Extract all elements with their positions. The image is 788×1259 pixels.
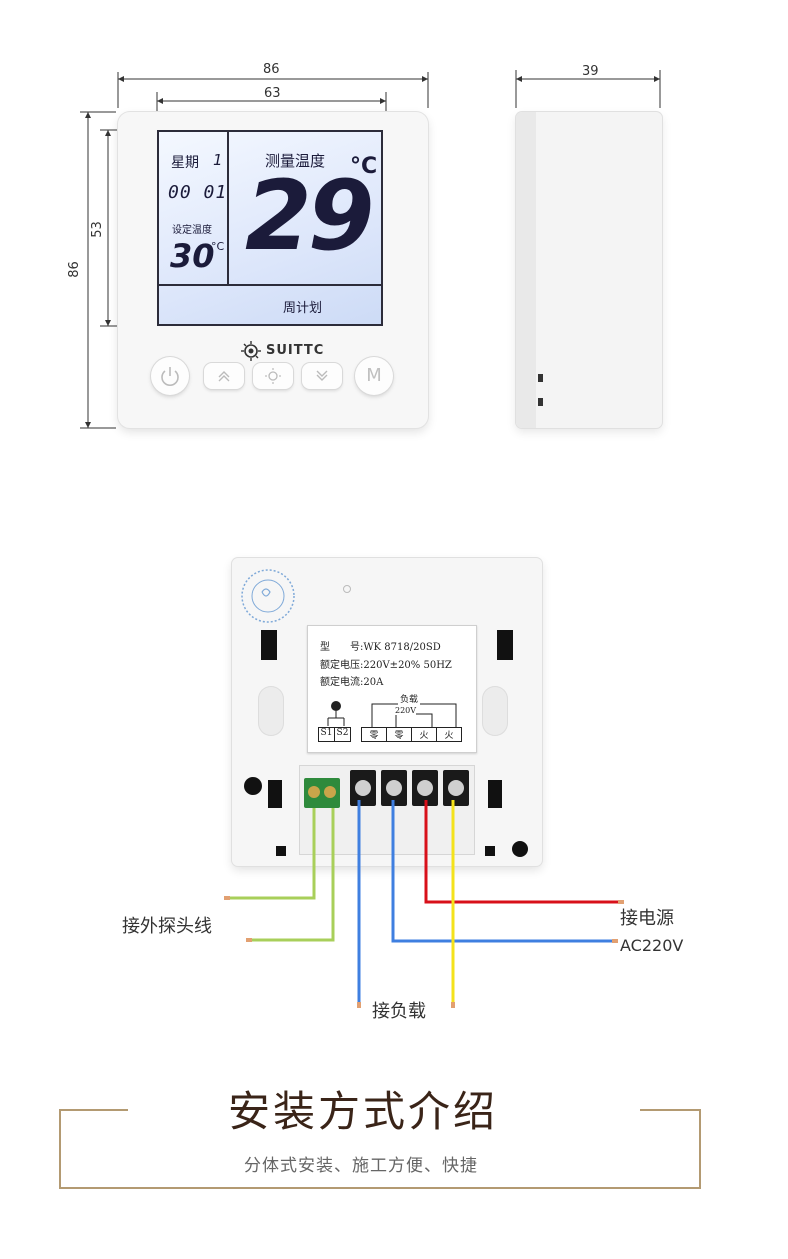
wire-tip-probe-2 bbox=[246, 938, 252, 942]
wire-tip-power-red bbox=[618, 900, 624, 904]
lcd-divider-vertical bbox=[227, 132, 229, 284]
model-value: WK 8718/20SD bbox=[363, 642, 441, 653]
wiring-diagram bbox=[224, 800, 624, 1008]
load-label: 负载 bbox=[398, 692, 421, 705]
terminal-block-4[interactable] bbox=[443, 770, 469, 806]
side-clip-1 bbox=[538, 374, 543, 382]
load-voltage: 220V bbox=[395, 706, 417, 715]
chevron-down-icon bbox=[316, 370, 328, 381]
chevron-up-icon bbox=[218, 371, 230, 382]
spec-label-plate: 型 号:WK 8718/20SD 额定电压:220V±20% 50HZ 额定电流… bbox=[307, 625, 477, 753]
side-back-edge bbox=[516, 112, 536, 428]
wire-tip-power-blue bbox=[612, 939, 618, 943]
wire-power-red bbox=[424, 800, 618, 904]
annotation-ac: AC220V bbox=[620, 936, 684, 955]
lcd-divider-horizontal bbox=[159, 284, 381, 286]
current-key: 额定电流: bbox=[320, 677, 364, 688]
terminal-green-block[interactable] bbox=[304, 778, 340, 808]
terminal-label-s1: S1 bbox=[318, 727, 335, 742]
terminal-label-live-2: 火 bbox=[437, 727, 462, 742]
small-square-br bbox=[485, 846, 495, 856]
annotation-load: 接负载 bbox=[372, 1001, 426, 1022]
mode-button[interactable]: M bbox=[355, 357, 393, 395]
section-subtitle: 分体式安装、施工方便、快捷 bbox=[244, 1156, 478, 1176]
dim-front-width: 86 bbox=[263, 62, 280, 77]
power-icon bbox=[161, 367, 179, 386]
wire-probe-1 bbox=[230, 808, 316, 900]
power-button[interactable] bbox=[151, 357, 189, 395]
annotation-probe: 接外探头线 bbox=[122, 916, 212, 937]
measured-temp-unit: °C bbox=[350, 154, 378, 179]
measured-temp-label: 测量温度 bbox=[265, 152, 326, 170]
dim-side-depth: 39 bbox=[582, 64, 599, 79]
weekday-label: 星期 bbox=[171, 155, 199, 171]
model-key: 型 号: bbox=[320, 642, 364, 653]
wire-power-blue bbox=[391, 800, 612, 943]
brand-logo-icon bbox=[241, 341, 261, 361]
annotation-power: 接电源 bbox=[620, 908, 674, 929]
terminal-label-live-1: 火 bbox=[412, 727, 437, 742]
round-hole-right bbox=[512, 841, 528, 857]
dim-screen-width: 63 bbox=[264, 86, 281, 101]
set-temp-label: 设定温度 bbox=[172, 225, 212, 236]
model-row: 型 号:WK 8718/20SD bbox=[320, 638, 441, 653]
sensor-symbol-icon bbox=[327, 701, 345, 726]
mount-slot-tr bbox=[497, 630, 513, 660]
wire-tip-load-blue bbox=[357, 1002, 361, 1008]
mode-label: 周计划 bbox=[283, 301, 323, 316]
wire-tip-load-yellow bbox=[451, 1002, 455, 1008]
thermostat-side bbox=[516, 112, 662, 428]
measured-temp-value: 29 bbox=[245, 160, 375, 272]
current-row: 额定电流:20A bbox=[320, 673, 383, 688]
oval-recess-right bbox=[482, 686, 508, 736]
current-value: 20A bbox=[363, 677, 384, 688]
lcd-screen: 星期 1 00 01 设定温度 30 °C 测量温度 °C 29 周计划 bbox=[157, 130, 383, 326]
small-square-bl bbox=[276, 846, 286, 856]
mode-button-label: M bbox=[366, 365, 382, 386]
down-button[interactable] bbox=[302, 363, 342, 389]
sun-button[interactable] bbox=[253, 363, 293, 389]
voltage-row: 额定电压:220V±20% 50HZ bbox=[320, 656, 452, 671]
terminal-block-1[interactable] bbox=[350, 770, 376, 806]
qc-stamp-icon bbox=[241, 569, 295, 623]
terminal-label-neutral-1: 零 bbox=[361, 727, 387, 742]
side-clip-2 bbox=[538, 398, 543, 406]
terminal-label-s2: S2 bbox=[335, 727, 351, 742]
set-temp-unit: °C bbox=[211, 240, 225, 253]
weekday-value: 1 bbox=[213, 151, 223, 169]
voltage-value: 220V±20% 50HZ bbox=[363, 660, 452, 671]
wire-probe-2 bbox=[252, 808, 335, 942]
wire-tip-probe-1 bbox=[224, 896, 230, 900]
green-screw-2 bbox=[324, 786, 336, 798]
mount-slot-br bbox=[488, 780, 502, 808]
section-title: 安装方式介绍 bbox=[228, 1087, 499, 1136]
mount-slot-bl bbox=[268, 780, 282, 808]
up-button[interactable] bbox=[204, 363, 244, 389]
dimension-lines bbox=[80, 70, 661, 429]
sun-icon bbox=[265, 368, 281, 384]
voltage-key: 额定电压: bbox=[320, 660, 364, 671]
title-frame bbox=[59, 1109, 701, 1189]
clock-time: 00 01 bbox=[168, 182, 228, 203]
round-hole-left bbox=[244, 777, 262, 795]
set-temp-value: 30 bbox=[170, 237, 215, 275]
brand-name: SUITTC bbox=[266, 343, 325, 358]
terminal-label-row: S1 S2 零 零 火 火 bbox=[318, 727, 462, 742]
green-screw-1 bbox=[308, 786, 320, 798]
oval-recess-left bbox=[258, 686, 284, 736]
screw-hole-top bbox=[343, 585, 351, 593]
mount-slot-tl bbox=[261, 630, 277, 660]
terminal-label-neutral-2: 零 bbox=[387, 727, 412, 742]
